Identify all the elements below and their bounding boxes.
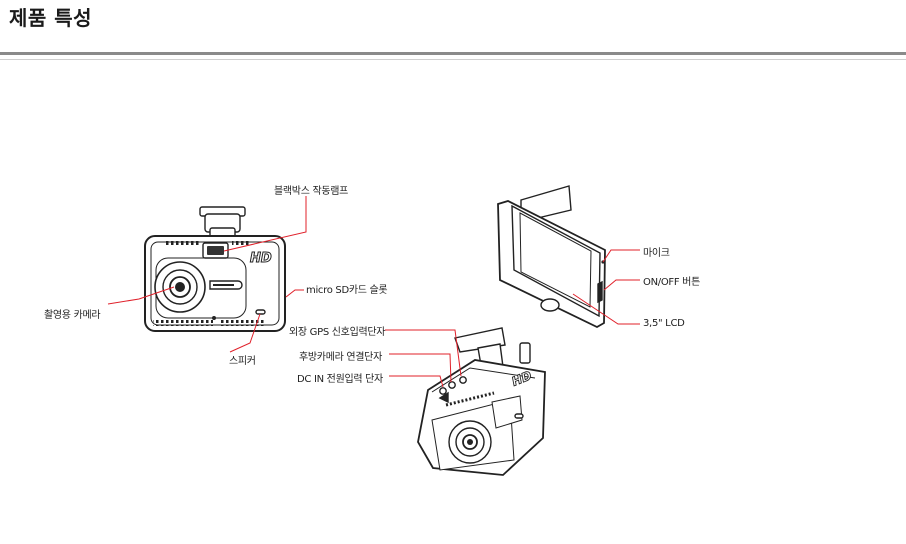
title-divider <box>0 52 906 55</box>
front-logo: HD <box>250 251 272 266</box>
label-speaker: 스피커 <box>229 356 256 367</box>
label-power-button: ON/OFF 버튼 <box>643 277 700 288</box>
label-gps-port: 외장 GPS 신호입력단자 <box>289 327 386 338</box>
label-camera: 촬영용 카메라 <box>44 310 101 321</box>
label-status-lamp: 블랙박스 작동램프 <box>274 186 349 197</box>
label-mic: 마이크 <box>643 248 670 259</box>
label-lcd: 3,5" LCD <box>643 318 685 329</box>
page-title: 제품 특성 <box>9 6 93 30</box>
label-rear-cam-port: 후방카메라 연결단자 <box>299 352 382 363</box>
callout-lines <box>107 196 640 388</box>
label-dc-in: DC IN 전원입력 단자 <box>297 374 383 385</box>
label-micro-sd: micro SD카드 슬롯 <box>306 285 388 296</box>
rear-view-dashcam <box>417 327 546 476</box>
side-view-dashcam <box>497 185 606 329</box>
front-view-dashcam <box>144 206 286 332</box>
title-divider-thin <box>0 59 906 60</box>
